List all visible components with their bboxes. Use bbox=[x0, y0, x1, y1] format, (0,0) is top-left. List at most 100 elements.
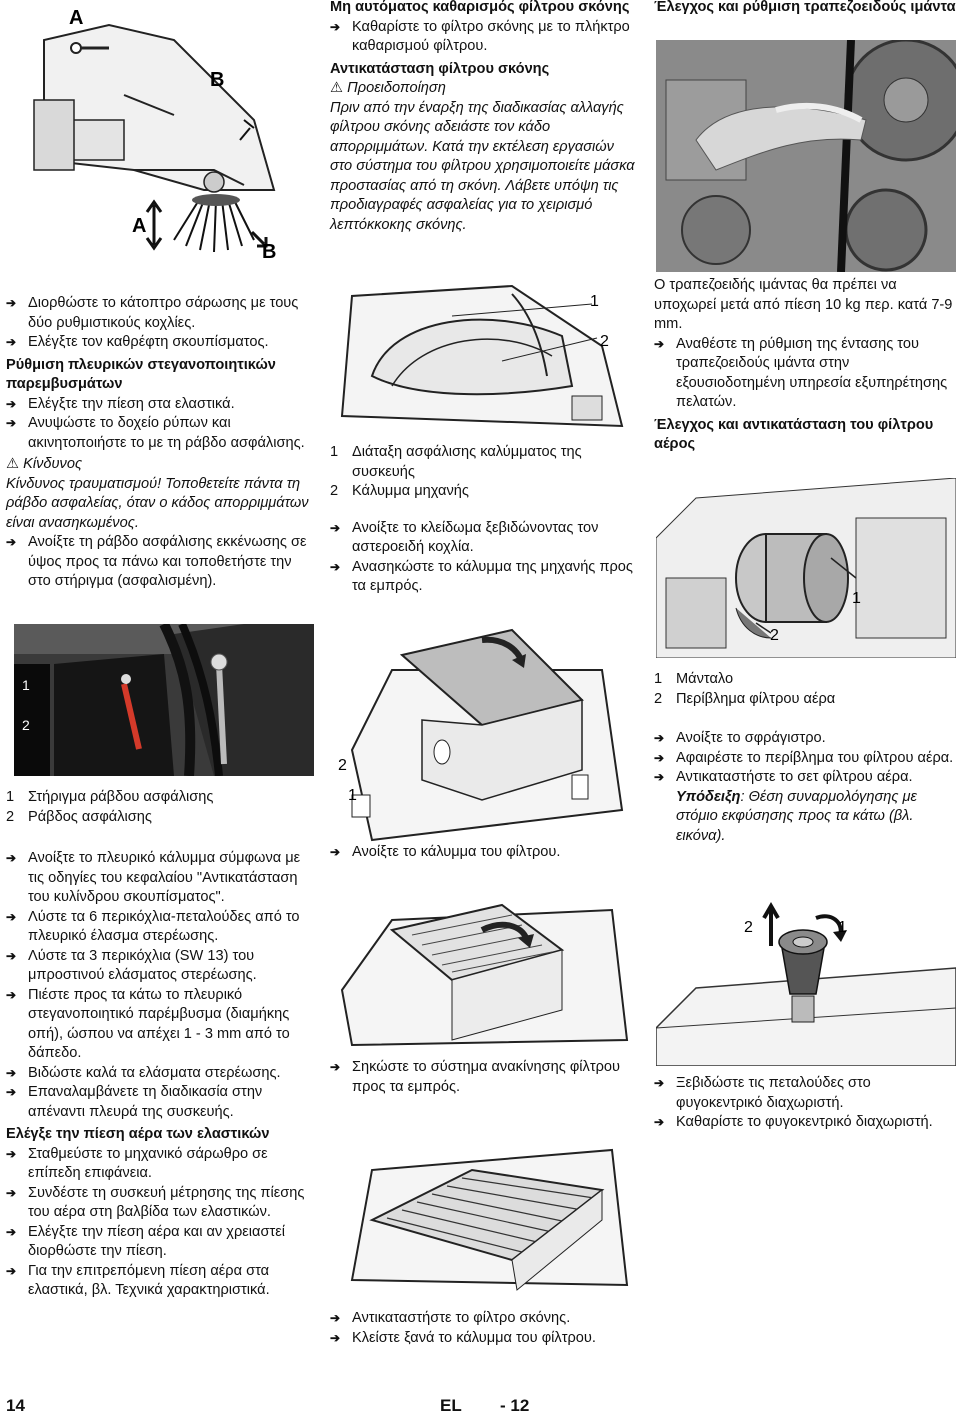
arrow-right-icon: ➔ bbox=[330, 845, 341, 859]
instruction: Διορθώστε το κάτοπτρο σάρωσης με τους δύ… bbox=[28, 295, 299, 331]
arrow-right-icon: ➔ bbox=[6, 987, 17, 1002]
arrow-right-icon: ➔ bbox=[6, 909, 17, 924]
text-block-mid-3: ➔ Ανοίξτε το κάλυμμα του φίλτρου. bbox=[330, 843, 636, 863]
warning-text: Κίνδυνος τραυματισμού! Τοποθετείτε πάντα… bbox=[6, 475, 309, 531]
section-heading: Ρύθμιση πλευρικών στεγανοποιητικών παρεμ… bbox=[6, 356, 276, 393]
text-block-right-2: Ο τραπεζοειδής ιμάντας θα πρέπει να υποχ… bbox=[654, 276, 958, 455]
figure-label-1: 1 bbox=[852, 590, 861, 607]
instruction: Ανοίξτε τη ράβδο ασφάλισης εκκένωσης σε … bbox=[28, 534, 307, 589]
arrow-right-icon: ➔ bbox=[330, 19, 341, 34]
instruction: Ελέγξτε την πίεση στα ελαστικά. bbox=[28, 395, 235, 412]
arrow-right-icon: ➔ bbox=[654, 770, 665, 784]
section-heading: Μη αυτόματος καθαρισμός φίλτρου σκόνης bbox=[330, 0, 630, 15]
instruction: Σταθμεύστε το μηχανικό σάρωθρο σε επίπεδ… bbox=[28, 1145, 268, 1182]
arrow-right-icon: ➔ bbox=[6, 1065, 17, 1080]
text-block-left-1: ➔ Διορθώστε το κάτοπτρο σάρωσης με τους δ… bbox=[6, 294, 318, 592]
instruction: Ελέγξτε τον καθρέφτη σκουπίσματος. bbox=[28, 334, 269, 350]
note-label: Υπόδειξη bbox=[676, 788, 741, 805]
arrow-right-icon: ➔ bbox=[330, 1330, 341, 1345]
instruction: Αντικαταστήστε το φίλτρο σκόνης. bbox=[352, 1310, 571, 1326]
arrow-right-icon: ➔ bbox=[654, 1076, 665, 1090]
figure-machine-cover: 1 2 bbox=[332, 276, 632, 432]
warning-triangle-icon: ⚠ bbox=[6, 456, 20, 472]
figure-label-2: 2 bbox=[338, 757, 347, 774]
figure-label-2: 2 bbox=[770, 627, 779, 644]
caption-number: 1 bbox=[6, 789, 15, 805]
figure-dust-filter bbox=[332, 1110, 632, 1300]
text-block-mid-5: ➔Αντικαταστήστε το φίλτρο σκόνης. ➔Κλείσ… bbox=[330, 1309, 636, 1348]
caption: Κάλυμμα μηχανής bbox=[352, 483, 469, 499]
instruction: Ανοίξτε το κάλυμμα του φίλτρου. bbox=[352, 844, 561, 860]
instruction: Ανασηκώστε το κάλυμμα της μηχανής προς τ… bbox=[352, 558, 633, 595]
warning-text: Πριν από την έναρξη της διαδικασίας αλλα… bbox=[330, 99, 635, 233]
instruction: Ανοίξτε το κλείδωμα ξεβιδώνοντας τον αστ… bbox=[352, 519, 599, 556]
figure-v-belt bbox=[656, 40, 956, 272]
caption-number: 2 bbox=[654, 690, 663, 707]
section-heading: Αντικατάσταση φίλτρου σκόνης bbox=[330, 60, 550, 77]
caption: Περίβλημα φίλτρου αέρα bbox=[676, 690, 836, 707]
figure-label-1: 1 bbox=[348, 787, 357, 804]
arrow-right-icon: ➔ bbox=[330, 559, 341, 574]
arrow-right-icon: ➔ bbox=[6, 851, 17, 865]
instruction: Λύστε τα 3 περικόχλια (SW 13) του μπροστ… bbox=[28, 947, 257, 984]
arrow-right-icon: ➔ bbox=[6, 1146, 17, 1161]
instruction: Καθαρίστε το φίλτρο σκόνης με το πλήκτρο… bbox=[352, 18, 630, 55]
warning-title: Κίνδυνος bbox=[23, 456, 83, 472]
figure-label-1: 1 bbox=[590, 293, 599, 310]
text-block-mid-2: 1 Διάταξη ασφάλισης καλύμματος της συσκευ… bbox=[330, 443, 636, 597]
arrow-right-icon: ➔ bbox=[654, 750, 665, 765]
arrow-right-icon: ➔ bbox=[654, 336, 665, 351]
figure-label-2: 2 bbox=[744, 919, 753, 936]
caption: Μάνταλο bbox=[676, 671, 734, 687]
text-block-mid-1: Μη αυτόματος καθαρισμός φίλτρου σκόνης ➔… bbox=[330, 0, 636, 235]
caption: Στήριγμα ράβδου ασφάλισης bbox=[28, 789, 214, 805]
arrow-right-icon: ➔ bbox=[330, 1311, 341, 1325]
arrow-right-icon: ➔ bbox=[6, 1224, 17, 1239]
figure-safety-rod: 1 2 bbox=[14, 624, 314, 776]
section-heading: Ελέγξε την πίεση αέρα των ελαστικών bbox=[6, 1126, 270, 1142]
page-number: 14 bbox=[6, 1396, 25, 1415]
arrow-right-icon: ➔ bbox=[6, 416, 17, 430]
instruction: Ανυψώστε το δοχείο ρύπων και ακινητοποιή… bbox=[28, 415, 305, 451]
caption: Διάταξη ασφάλισης καλύμματος της συσκευή… bbox=[352, 444, 582, 480]
figure-label-2: 2 bbox=[22, 717, 30, 733]
section-heading: Έλεγχος και ρύθμιση τραπεζοειδούς ιμάντα bbox=[654, 0, 956, 15]
figure-label-1: 1 bbox=[22, 677, 30, 693]
figure-filter-cover: 2 1 bbox=[332, 610, 632, 842]
instruction: Καθαρίστε το φυγοκεντρικό διαχωριστή. bbox=[676, 1114, 933, 1130]
arrow-right-icon: ➔ bbox=[654, 731, 665, 745]
text-block-right-4: ➔ Ξεβιδώστε τις πεταλούδες στο φυγοκεντρι… bbox=[654, 1074, 958, 1133]
instruction: Συνδέστε τη συσκευή μέτρησης της πίεσης … bbox=[28, 1184, 305, 1221]
text-block-mid-4: ➔ Σηκώστε το σύστημα ανακίνησης φίλτρου π… bbox=[330, 1058, 636, 1097]
language-code: EL bbox=[440, 1396, 462, 1415]
arrow-right-icon: ➔ bbox=[6, 535, 17, 549]
figure-label-b-top: B bbox=[210, 69, 224, 91]
instruction: Ξεβιδώστε τις πεταλούδες στο φυγοκεντρικ… bbox=[676, 1075, 871, 1111]
instruction: Λύστε τα 6 περικόχλια-πεταλούδες από το … bbox=[28, 908, 300, 945]
instruction: Ανοίξτε το πλευρικό κάλυμμα σύμφωνα με τ… bbox=[28, 850, 301, 905]
figure-label-a-top: A bbox=[69, 7, 83, 29]
figure-label-1: 1 bbox=[838, 919, 847, 936]
caption-number: 1 bbox=[654, 671, 663, 687]
arrow-right-icon: ➔ bbox=[6, 1085, 17, 1099]
caption-number: 1 bbox=[330, 444, 339, 460]
caption-number: 2 bbox=[6, 808, 15, 825]
text-block-left-2: 1 Στήριγμα ράβδου ασφάλισης 2 Ράβδος ασφάλ… bbox=[6, 788, 318, 1301]
arrow-right-icon: ➔ bbox=[6, 948, 17, 963]
instruction: Αντικαταστήστε το σετ φίλτρου αέρα. bbox=[676, 769, 913, 785]
figure-brush-adjustment: A B A B bbox=[14, 0, 314, 270]
figure-label-b-bottom: B bbox=[262, 241, 276, 263]
figure-label-2: 2 bbox=[600, 333, 609, 350]
arrow-right-icon: ➔ bbox=[654, 1115, 665, 1129]
text-block-right-3: 1 Μάνταλο 2 Περίβλημα φίλτρου αέρα ➔ Ανοίξτ… bbox=[654, 670, 958, 846]
instruction: Ανοίξτε το σφράγιστρο. bbox=[676, 730, 826, 746]
arrow-right-icon: ➔ bbox=[330, 1060, 341, 1074]
section-heading: Έλεγχος και αντικατάσταση του φίλτρου αέ… bbox=[654, 416, 934, 453]
arrow-right-icon: ➔ bbox=[330, 520, 341, 535]
paragraph: Ο τραπεζοειδής ιμάντας θα πρέπει να υποχ… bbox=[654, 277, 953, 332]
figure-label-a-bottom: A bbox=[132, 215, 146, 237]
instruction: Σηκώστε το σύστημα ανακίνησης φίλτρου πρ… bbox=[352, 1059, 620, 1095]
instruction: Βιδώστε καλά τα ελάσματα στερέωσης. bbox=[28, 1064, 281, 1081]
figure-air-filter: 1 2 bbox=[656, 478, 956, 658]
caption: Ράβδος ασφάλισης bbox=[28, 808, 152, 825]
